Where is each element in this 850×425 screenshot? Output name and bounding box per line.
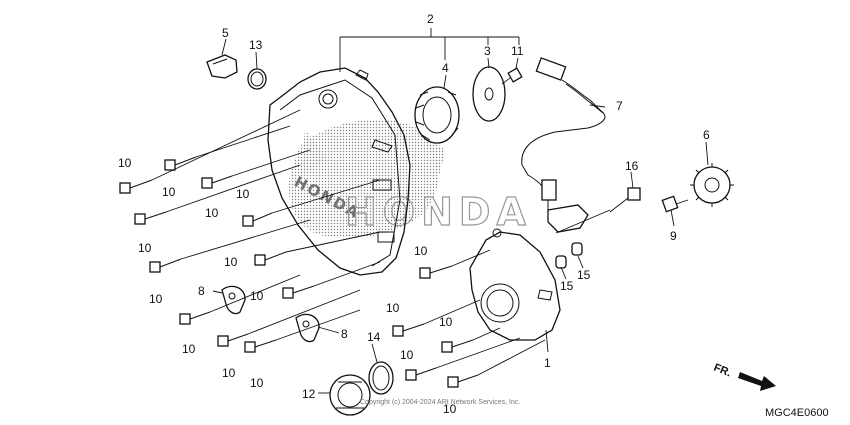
callout-9: 9 bbox=[670, 229, 677, 243]
callout-15b: 15 bbox=[560, 279, 574, 293]
callout-8a: 8 bbox=[198, 284, 205, 298]
cap bbox=[206, 54, 238, 79]
callout-10l: 10 bbox=[414, 244, 428, 258]
bolt-h bbox=[282, 285, 315, 299]
clamp-lower bbox=[295, 313, 320, 343]
bolt-j bbox=[217, 333, 249, 347]
callout-16: 16 bbox=[625, 159, 639, 173]
callout-4: 4 bbox=[442, 61, 449, 75]
watermark-logo: HONDA HONDA bbox=[288, 119, 532, 239]
watermark-wordmark: HONDA bbox=[345, 190, 532, 234]
copyright-text: Copyright (c) 2004-2024 ARI Network Serv… bbox=[360, 399, 520, 406]
leader-lines bbox=[151, 28, 709, 394]
bolt-b bbox=[164, 156, 197, 171]
callout-1: 1 bbox=[544, 356, 551, 370]
callout-10i: 10 bbox=[182, 342, 196, 356]
callout-15a: 15 bbox=[577, 268, 591, 282]
gasket-disc bbox=[472, 66, 506, 122]
callout-10d: 10 bbox=[138, 241, 152, 255]
bolt-i bbox=[179, 311, 211, 325]
dowel-pins bbox=[555, 242, 583, 269]
callout-10j: 10 bbox=[222, 366, 236, 380]
bolt-l bbox=[419, 265, 453, 279]
bolt-16 bbox=[609, 187, 641, 213]
wire-harness bbox=[521, 57, 606, 233]
generator-cover bbox=[469, 228, 561, 341]
bolt-g bbox=[254, 251, 287, 266]
bolt-f bbox=[149, 258, 182, 273]
callout-12: 12 bbox=[302, 387, 316, 401]
plug bbox=[329, 374, 371, 416]
crankcase-cover bbox=[267, 67, 411, 276]
bolt-9 bbox=[661, 195, 689, 213]
bolt-d bbox=[134, 211, 167, 225]
callout-5: 5 bbox=[222, 26, 229, 40]
callout-3: 3 bbox=[484, 44, 491, 58]
bolt-11 bbox=[501, 67, 523, 85]
callout-6: 6 bbox=[703, 128, 710, 142]
callout-10c: 10 bbox=[205, 206, 219, 220]
o-ring-14 bbox=[368, 361, 394, 395]
front-direction-arrow: FR. bbox=[712, 362, 776, 391]
callout-10n: 10 bbox=[439, 315, 453, 329]
callout-2: 2 bbox=[427, 12, 434, 26]
callout-10k: 10 bbox=[250, 376, 264, 390]
callout-10p: 10 bbox=[443, 402, 457, 416]
bolt-n bbox=[441, 339, 474, 353]
callout-10h: 10 bbox=[250, 289, 264, 303]
callout-10a: 10 bbox=[118, 156, 132, 170]
diagram-code: MGC4E0600 bbox=[765, 407, 829, 419]
callout-10m: 10 bbox=[386, 301, 400, 315]
callout-14: 14 bbox=[367, 330, 381, 344]
bolt-k bbox=[244, 339, 277, 353]
callout-13: 13 bbox=[249, 38, 263, 52]
clamp-upper bbox=[221, 285, 246, 315]
o-ring-13 bbox=[247, 68, 267, 90]
bolt-m bbox=[392, 323, 425, 337]
callouts: 2 3 11 4 5 13 7 6 16 9 15 15 1 8 8 14 12… bbox=[118, 12, 710, 416]
bolt-p bbox=[447, 374, 479, 388]
callout-10o: 10 bbox=[400, 348, 414, 362]
bolt-a bbox=[119, 179, 153, 194]
gear bbox=[690, 163, 734, 207]
callout-7: 7 bbox=[616, 99, 623, 113]
bolt-c bbox=[201, 175, 233, 189]
callout-10f: 10 bbox=[149, 292, 163, 306]
callout-8b: 8 bbox=[341, 327, 348, 341]
front-label: FR. bbox=[712, 362, 733, 380]
bolt-e bbox=[242, 212, 273, 227]
callout-10e: 10 bbox=[236, 187, 250, 201]
bolt-o bbox=[405, 367, 437, 381]
callout-10b: 10 bbox=[162, 185, 176, 199]
callout-10g: 10 bbox=[224, 255, 238, 269]
rotor bbox=[414, 86, 460, 144]
callout-11: 11 bbox=[511, 44, 524, 58]
bolts-10 bbox=[119, 156, 479, 388]
